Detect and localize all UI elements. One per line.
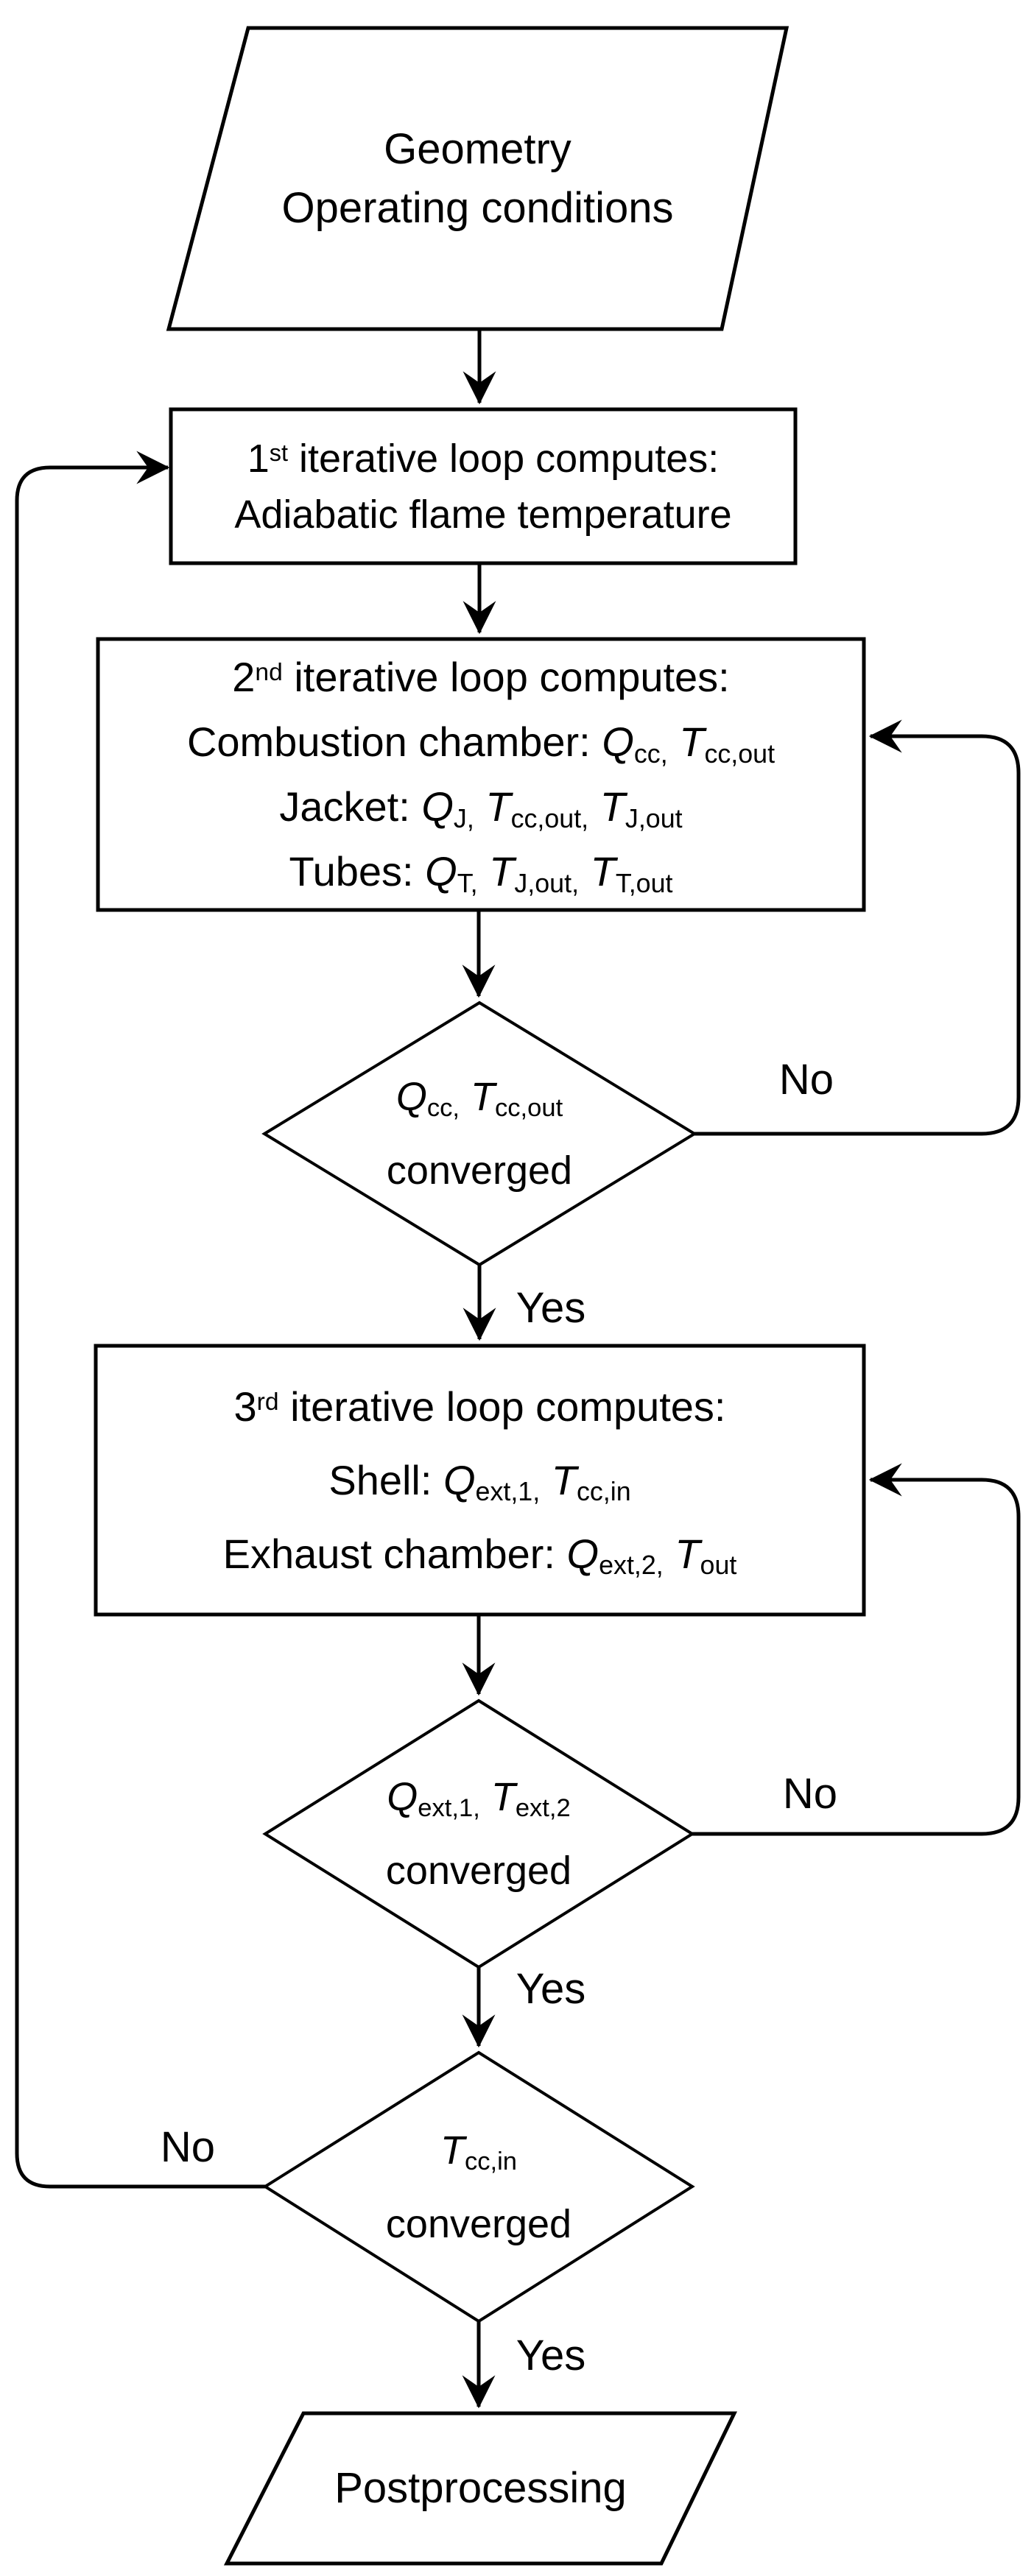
loop3-line: 3rd iterative loop computes:	[233, 1383, 726, 1430]
loop2-node-text: 2nd iterative loop computes: Combustion …	[98, 639, 864, 910]
edge-decision1-no-loopback	[694, 719, 1021, 1136]
loop3-box	[94, 1344, 866, 1617]
edge-decision3-no-loopback	[15, 451, 265, 2189]
decision1-line: converged	[386, 1148, 573, 1193]
output-parallelogram	[223, 2411, 737, 2566]
decision2-node-text: Qext,1, Text,2 converged	[265, 1701, 692, 1967]
loop2-line: Combustion chamber: Qcc, Tcc,out	[186, 719, 776, 769]
loop3-line: Shell: Qext,1, Tcc,in	[328, 1456, 631, 1507]
loop2-line: Tubes: QT, TJ,out, TT,out	[289, 848, 673, 898]
loop3-line: Exhaust chamber: Qext,2, Tout	[222, 1530, 737, 1581]
decision3-yes-label: Yes	[516, 2332, 586, 2379]
loop2-line: Jacket: QJ, Tcc,out, TJ,out	[279, 783, 683, 833]
decision3-line: Tcc,in	[440, 2128, 518, 2176]
decision3-node-text: Tcc,in converged	[265, 2053, 692, 2321]
input-line: Operating conditions	[281, 183, 674, 232]
decision3-no-label: No	[160, 2123, 216, 2171]
decision1-diamond	[261, 1001, 697, 1267]
loop3-node-text: 3rd iterative loop computes: Shell: Qext…	[96, 1346, 864, 1615]
decision1-line: Qcc, Tcc,out	[395, 1075, 563, 1123]
loop1-line: Adiabatic flame temperature	[234, 492, 732, 537]
loop1-line: 1st iterative loop computes:	[247, 436, 720, 481]
decision3-line: converged	[385, 2201, 572, 2246]
decision1-node-text: Qcc, Tcc,out converged	[264, 1003, 694, 1265]
input-line: Geometry	[384, 124, 571, 173]
decision2-line: Qext,1, Text,2	[387, 1775, 571, 1823]
edge-decision2-no-loopback	[692, 1463, 1021, 1836]
decision2-diamond	[262, 1698, 695, 1969]
loop1-node-text: 1st iterative loop computes: Adiabatic f…	[171, 409, 795, 563]
input-node-text: Geometry Operating conditions	[169, 28, 787, 329]
input-parallelogram	[166, 26, 789, 331]
output-node-text: Postprocessing	[227, 2413, 734, 2563]
decision2-line: converged	[385, 1849, 572, 1893]
loop2-line: 2nd iterative loop computes:	[232, 654, 730, 700]
decision1-yes-label: Yes	[516, 1284, 586, 1332]
loop2-box	[96, 637, 866, 912]
decision1-no-label: No	[778, 1056, 834, 1104]
decision2-no-label: No	[782, 1770, 838, 1818]
loop1-box	[169, 407, 798, 565]
decision2-yes-label: Yes	[516, 1965, 586, 2013]
decision3-diamond	[262, 2050, 695, 2323]
output-line: Postprocessing	[334, 2464, 627, 2512]
